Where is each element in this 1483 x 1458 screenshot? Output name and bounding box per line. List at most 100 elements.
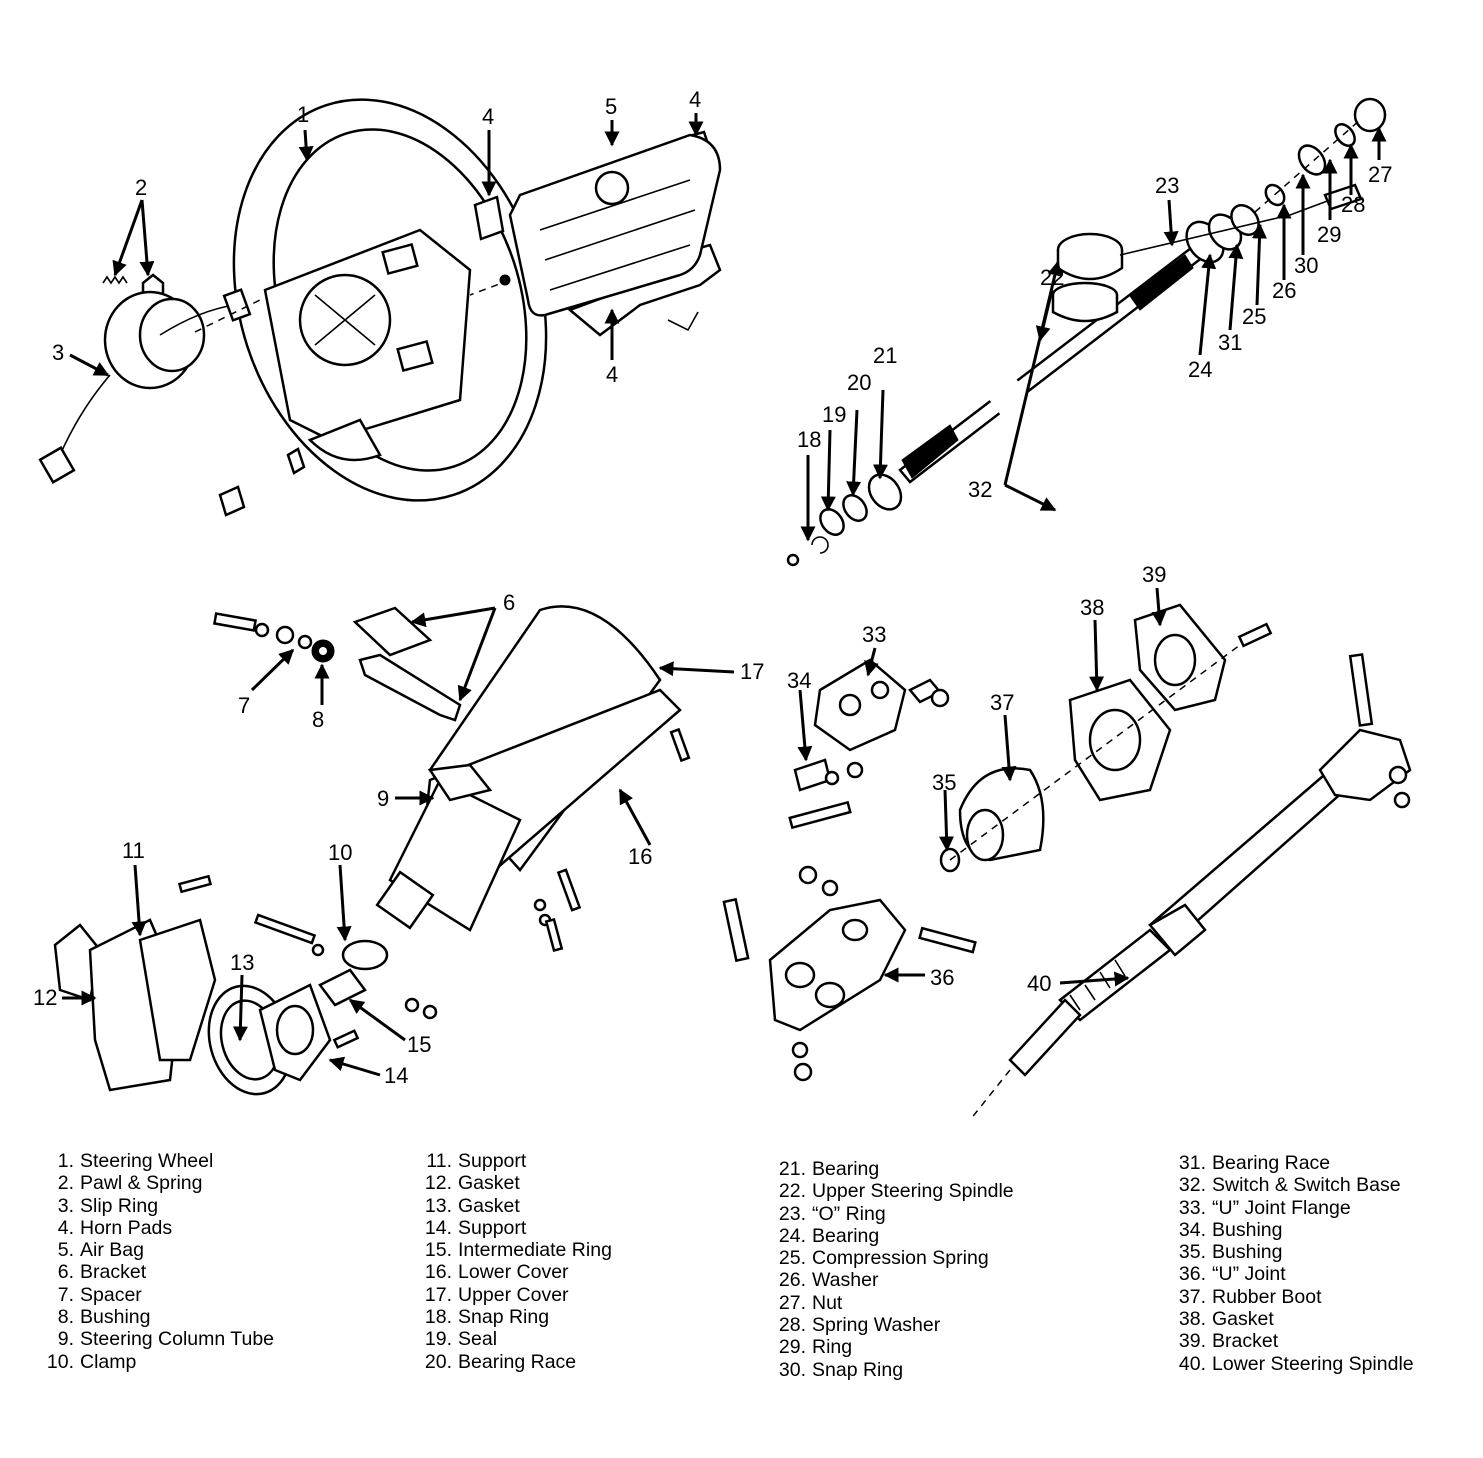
legend-item: 13. Gasket [418,1195,612,1217]
callout-4b: 4 [689,87,701,112]
callout-11: 11 [122,838,145,863]
legend-number: 20. [424,1350,452,1373]
legend-item: 8. Bushing [40,1306,274,1328]
legend-item: 39.Bracket [1172,1330,1414,1352]
legend-item: 16. Lower Cover [418,1261,612,1283]
air-bag [469,133,722,317]
legend-item: 19.Seal [418,1328,612,1350]
legend-number: 24. [778,1224,806,1247]
legend-label: Nut [812,1291,843,1314]
legend-number: 35. [1178,1241,1206,1264]
callout-40: 40 [1027,971,1051,996]
callout-37: 37 [990,690,1014,715]
callout-22: 22 [1040,265,1064,290]
cover-screws [533,727,691,953]
callout-27: 27 [1368,162,1392,187]
callout-29: 29 [1317,222,1341,247]
callout-7: 7 [238,693,250,718]
legend-label: Seal [458,1328,498,1351]
callout-14: 14 [384,1063,408,1088]
legend-label: Snap Ring [458,1306,550,1329]
legend-number: 37. [1178,1285,1206,1308]
callout-19: 19 [822,402,846,427]
callout-15: 15 [407,1032,431,1057]
legend-item: 15. Intermediate Ring [418,1239,612,1261]
legend-label: Lower Steering Spindle [1212,1352,1414,1375]
callout-8: 8 [312,707,324,732]
legend-number: 12. [424,1172,452,1195]
legend-number: 16. [424,1261,452,1284]
legend-number: 36. [1178,1263,1206,1286]
callout-39: 39 [1142,562,1166,587]
legend-label: Lower Cover [458,1261,569,1284]
legend-label: “U” Joint Flange [1212,1196,1351,1219]
legend-item: 23. “O” Ring [772,1203,1014,1225]
legend-label: Rubber Boot [1212,1285,1322,1308]
legend-label: Clamp [80,1350,137,1373]
callout-35: 35 [932,770,956,795]
legend-number: 13. [424,1194,452,1217]
callout-1: 1 [297,102,309,127]
legend-label: “U” Joint [1212,1263,1286,1286]
legend-item: 32.Switch & Switch Base [1172,1174,1414,1196]
legend-item: 20.Bearing Race [418,1351,612,1373]
legend-item: 12.Gasket [418,1172,612,1194]
legend-number: 11. [426,1150,452,1172]
legend-label: Upper Steering Spindle [812,1180,1014,1203]
legend-label: Ring [812,1336,853,1359]
legend-item: 18. Snap Ring [418,1306,612,1328]
leader-lines [62,113,1387,1077]
legend-number: 4. [57,1216,74,1239]
legend-label: Spring Washer [812,1314,941,1337]
legend-label: Upper Cover [458,1283,569,1306]
legend-number: 18. [424,1306,452,1329]
legend-item: 10.Clamp [40,1351,274,1373]
legend-item: 27.Nut [772,1292,1014,1314]
slip-ring [38,288,261,484]
legend-label: Intermediate Ring [458,1239,612,1262]
screws-small [218,447,306,517]
legend-number: 8. [57,1306,74,1329]
legend-number: 23. [778,1202,806,1225]
callout-33: 33 [862,622,886,647]
legend-label: Bushing [80,1306,151,1329]
callout-38: 38 [1080,595,1104,620]
legend-number: 5. [57,1239,74,1262]
legend-number: 31. [1178,1152,1206,1174]
legend-number: 7. [57,1283,74,1306]
upper-steering-spindle [898,243,1205,484]
callout-25: 25 [1242,304,1266,329]
lower-steering-spindle [969,653,1412,1121]
legend-number: 39. [1178,1330,1206,1353]
legend-item: 9.Steering Column Tube [40,1328,274,1350]
callout-23: 23 [1155,173,1179,198]
callout-6: 6 [503,590,515,615]
callout-30: 30 [1294,253,1318,278]
legend-label: Steering Column Tube [80,1328,275,1351]
legend-number: 22. [778,1180,806,1203]
callout-31: 31 [1218,330,1242,355]
callout-12: 12 [33,985,57,1010]
legend-label: Gasket [458,1194,520,1217]
legend-item: 5.Air Bag [40,1239,274,1261]
legend-item: 26.Washer [772,1269,1014,1291]
callout-32: 32 [968,477,992,502]
legend-label: Steering Wheel [80,1150,214,1172]
bolt-spacer-bushing [212,612,335,663]
rubber-boot [939,767,1045,873]
legend-label: “O” Ring [812,1202,886,1225]
callout-24: 24 [1188,357,1212,382]
legend-label: Support [458,1150,527,1172]
legend-item: 24.Bearing [772,1225,1014,1247]
legend-number: 6. [57,1261,74,1284]
legend-item: 17.Upper Cover [418,1284,612,1306]
callout-21: 21 [873,343,897,368]
legend-number: 15. [424,1239,452,1262]
legend-item: 36. “U” Joint [1172,1263,1414,1285]
legend-label: Pawl & Spring [80,1172,203,1195]
legend-item: 6.Bracket [40,1261,274,1283]
legend-label: Compression Spring [812,1247,989,1270]
legend-item: 7.Spacer [40,1284,274,1306]
legend-item: 35.Bushing [1172,1241,1414,1263]
legend-item: 29.Ring [772,1336,1014,1358]
